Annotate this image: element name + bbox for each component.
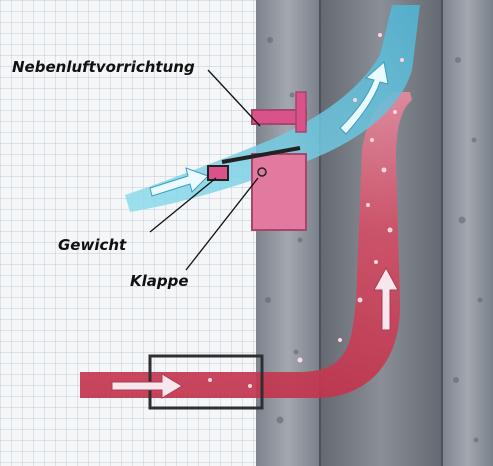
label-weight: Gewicht — [58, 236, 127, 254]
counter-weight — [208, 166, 228, 180]
flap-hinge — [258, 168, 266, 176]
label-flap: Klappe — [130, 272, 189, 290]
bypass-device-flange — [296, 92, 306, 132]
label-bypass-device: Nebenluftvorrichtung — [12, 58, 195, 76]
bypass-device-housing — [252, 154, 306, 230]
chimney-wall-right — [442, 0, 493, 466]
